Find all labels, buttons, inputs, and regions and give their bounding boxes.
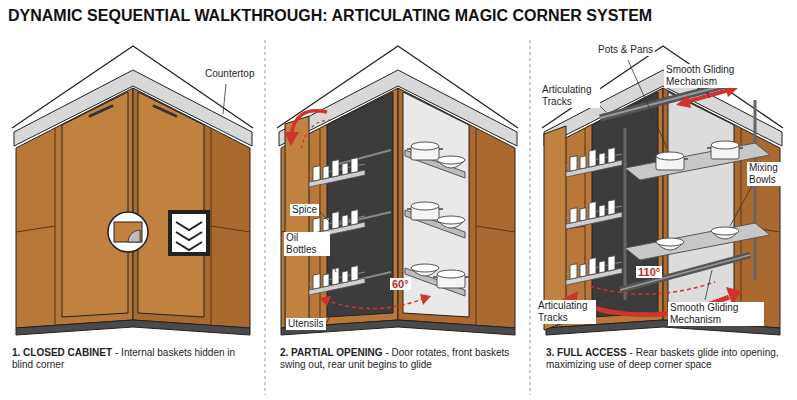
part-label: Countertop (203, 68, 256, 80)
part-label: 60° (390, 278, 411, 290)
panel-divider (530, 40, 531, 395)
closed-cabinet (114, 222, 142, 242)
leader-line (705, 270, 712, 300)
full-access (566, 252, 622, 285)
partial-opening (301, 120, 331, 150)
full-access (590, 282, 715, 294)
part-label: 110° (636, 266, 662, 278)
part-label: Spice (290, 204, 319, 216)
full-access (668, 92, 734, 317)
part-label: Articulating Tracks (536, 300, 596, 324)
part-label: Smooth Gliding Mechanism (668, 302, 764, 326)
full-access (566, 196, 622, 229)
partial-opening (309, 154, 365, 187)
closed-cabinet (172, 214, 206, 252)
part-label: Oil Bottles (284, 232, 330, 256)
step-heading: 3. FULL ACCESS (546, 347, 627, 358)
full-access (566, 196, 622, 229)
full-access (624, 128, 627, 300)
closed-cabinet (12, 46, 253, 335)
part-label: Pots & Pans (596, 44, 655, 56)
leader-line (706, 92, 710, 98)
full-access (754, 100, 757, 280)
partial-opening (309, 262, 365, 295)
step-heading: 2. PARTIAL OPENING (280, 347, 382, 358)
full-access (676, 95, 691, 108)
step-heading: 1. CLOSED CABINET (12, 347, 112, 358)
closed-cabinet (128, 230, 140, 242)
diagram-title: DYNAMIC SEQUENTIAL WALKTHROUGH: ARTICULA… (8, 6, 652, 26)
partial-opening (437, 216, 465, 228)
leader-line (730, 186, 752, 226)
part-label: Articulating Tracks (540, 84, 600, 108)
part-label: Mixing Bowls (747, 162, 793, 186)
partial-opening (433, 270, 469, 288)
leader-line (326, 302, 338, 324)
panel-divider (265, 40, 530, 395)
leader-line (628, 60, 667, 148)
full-access (711, 227, 739, 239)
closed-cabinet (176, 242, 202, 250)
partial-opening (407, 202, 443, 220)
caption-block: 2. PARTIAL OPENING- Door rotates, front … (280, 347, 525, 371)
full-access (707, 141, 743, 159)
caption-block: 1. CLOSED CABINET- Internal baskets hidd… (12, 347, 257, 371)
partial-opening (309, 154, 365, 187)
closed-cabinet (108, 212, 148, 252)
closed-cabinet (12, 46, 253, 335)
partial-opening (407, 142, 443, 160)
partial-opening (277, 46, 518, 335)
closed-cabinet (176, 222, 202, 230)
partial-opening (319, 296, 331, 306)
caption-block: 3. FULL ACCESS- Rear baskets glide into … (546, 347, 791, 371)
closed-cabinet (90, 106, 112, 116)
closed-cabinet (154, 106, 176, 116)
leader-line (320, 212, 330, 222)
partial-opening (403, 92, 469, 317)
closed-cabinet (176, 232, 202, 240)
part-label: Utensils (286, 318, 326, 330)
full-access (656, 238, 684, 250)
leader-line (223, 60, 752, 324)
part-label: Smooth Gliding Mechanism (664, 64, 758, 88)
closed-cabinet (62, 92, 128, 317)
full-access (566, 252, 622, 285)
partial-opening (285, 116, 309, 328)
full-access (620, 255, 750, 290)
partial-opening (437, 156, 465, 168)
partial-opening (325, 298, 425, 309)
leader-line (223, 84, 226, 114)
closed-cabinet (168, 210, 210, 256)
partial-opening (411, 264, 439, 276)
full-access (566, 144, 622, 177)
full-access (686, 90, 729, 102)
full-access (566, 144, 622, 177)
partial-opening (309, 262, 365, 295)
partial-opening (277, 46, 518, 335)
full-access (652, 152, 688, 170)
closed-cabinet (138, 92, 204, 317)
panel-divider (265, 40, 266, 395)
partial-opening (335, 150, 391, 165)
partial-opening (420, 294, 431, 305)
partial-opening (284, 132, 299, 146)
full-access (620, 255, 750, 290)
